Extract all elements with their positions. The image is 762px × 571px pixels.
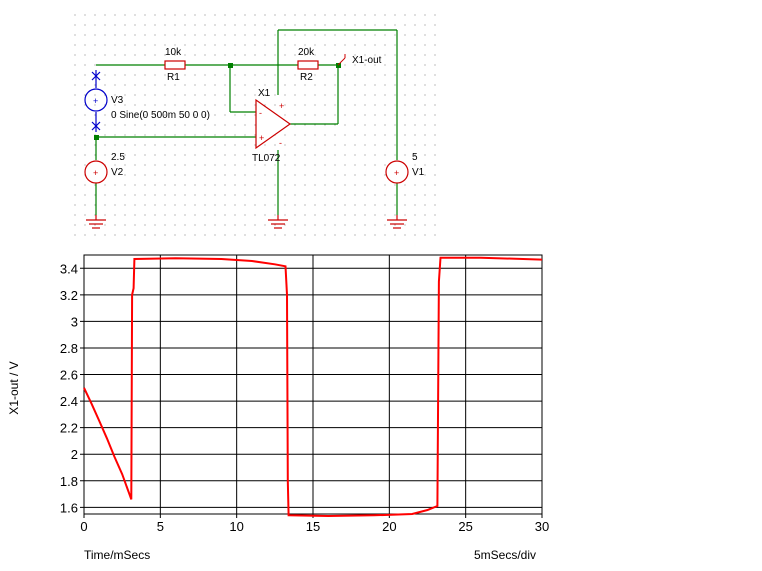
v3-ref: V3 — [111, 95, 124, 106]
x-tick-labels: 0 5 10 15 20 25 30 — [80, 519, 549, 534]
r1-value: 10k — [165, 47, 182, 58]
x-tick-label: 5 — [157, 519, 164, 534]
x-tick-label: 30 — [535, 519, 549, 534]
svg-text:+: + — [93, 96, 98, 106]
x-tick-label: 10 — [229, 519, 243, 534]
y-axis-label: X1-out / V — [7, 361, 21, 414]
svg-text:-: - — [279, 138, 282, 148]
y-tick-label: 2.6 — [60, 368, 78, 383]
x-tick-label: 15 — [306, 519, 320, 534]
v1-ref: V1 — [412, 167, 425, 178]
x-tick-label: 0 — [80, 519, 87, 534]
svg-text:+: + — [394, 168, 399, 178]
opamp-x1: + - - + X1 TL072 — [252, 88, 292, 164]
svg-text:+: + — [279, 101, 284, 111]
wires — [95, 29, 398, 215]
r1-ref: R1 — [167, 72, 180, 83]
series-line-x1-out — [83, 256, 543, 518]
y-tick-label: 3.2 — [60, 288, 78, 303]
v2-ref: V2 — [111, 167, 124, 178]
y-tick-labels: 1.6 1.8 2 2.2 2.4 2.6 2.8 3 3.2 3.4 — [60, 261, 78, 515]
v2-value: 2.5 — [111, 152, 125, 163]
x-axis-label: Time/mSecs — [84, 548, 150, 562]
y-tick-label: 2.4 — [60, 394, 78, 409]
opamp-ref: X1 — [258, 88, 271, 99]
probe-marker: X1-out — [337, 54, 382, 66]
r2-value: 20k — [298, 47, 315, 58]
resistor-r2: 20k R2 — [297, 47, 319, 83]
y-tick-label: 2.2 — [60, 421, 78, 436]
svg-text:-: - — [259, 108, 262, 118]
y-tick-label: 1.8 — [60, 474, 78, 489]
resistor-r1: 10k R1 — [164, 47, 186, 83]
opamp-part: TL072 — [252, 153, 281, 164]
v3-value: 0 Sine(0 500m 50 0 0) — [111, 110, 210, 121]
x-scale-note: 5mSecs/div — [474, 548, 536, 562]
y-tick-label: 2 — [71, 447, 78, 462]
y-tick-label: 3.4 — [60, 261, 78, 276]
v1-value: 5 — [412, 152, 418, 163]
schematic-grid — [70, 12, 440, 240]
y-tick-label: 3 — [71, 314, 78, 329]
v3-wires: + — [84, 70, 108, 132]
plot-frame — [83, 254, 543, 515]
chart-grid — [80, 255, 543, 518]
y-tick-label: 1.6 — [60, 500, 78, 515]
svg-text:+: + — [259, 133, 264, 143]
probe-label: X1-out — [352, 55, 382, 66]
junction-dots — [94, 63, 341, 140]
r2-ref: R2 — [300, 72, 313, 83]
ground-symbols — [86, 215, 407, 229]
svg-text:+: + — [93, 168, 98, 178]
voltage-source-v2: + 2.5 V2 — [84, 152, 125, 184]
x-tick-label: 25 — [458, 519, 472, 534]
x-tick-label: 20 — [382, 519, 396, 534]
voltage-source-v1: + 5 V1 — [385, 152, 425, 184]
y-tick-label: 2.8 — [60, 341, 78, 356]
